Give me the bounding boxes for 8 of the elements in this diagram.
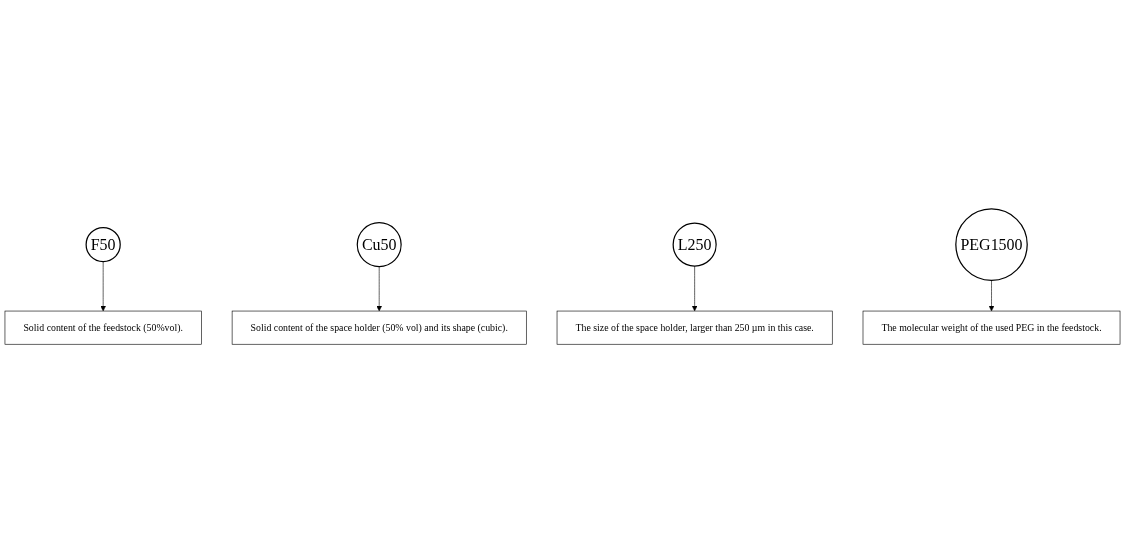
node-box: The size of the space holder, larger than 250 µm in this case. bbox=[556, 311, 833, 345]
node-box: Solid content of the feedstock (50%vol). bbox=[4, 311, 202, 345]
node-circle: F50 bbox=[85, 227, 121, 263]
node-box: The molecular weight of the used PEG in the feedstock. bbox=[862, 311, 1121, 345]
node-circle: Cu50 bbox=[356, 222, 402, 268]
node-circle: L250 bbox=[672, 222, 717, 268]
node-circle: PEG1500 bbox=[955, 208, 1028, 282]
node-box: Solid content of the space holder (50% vol) and its shape (cubic). bbox=[231, 311, 527, 345]
